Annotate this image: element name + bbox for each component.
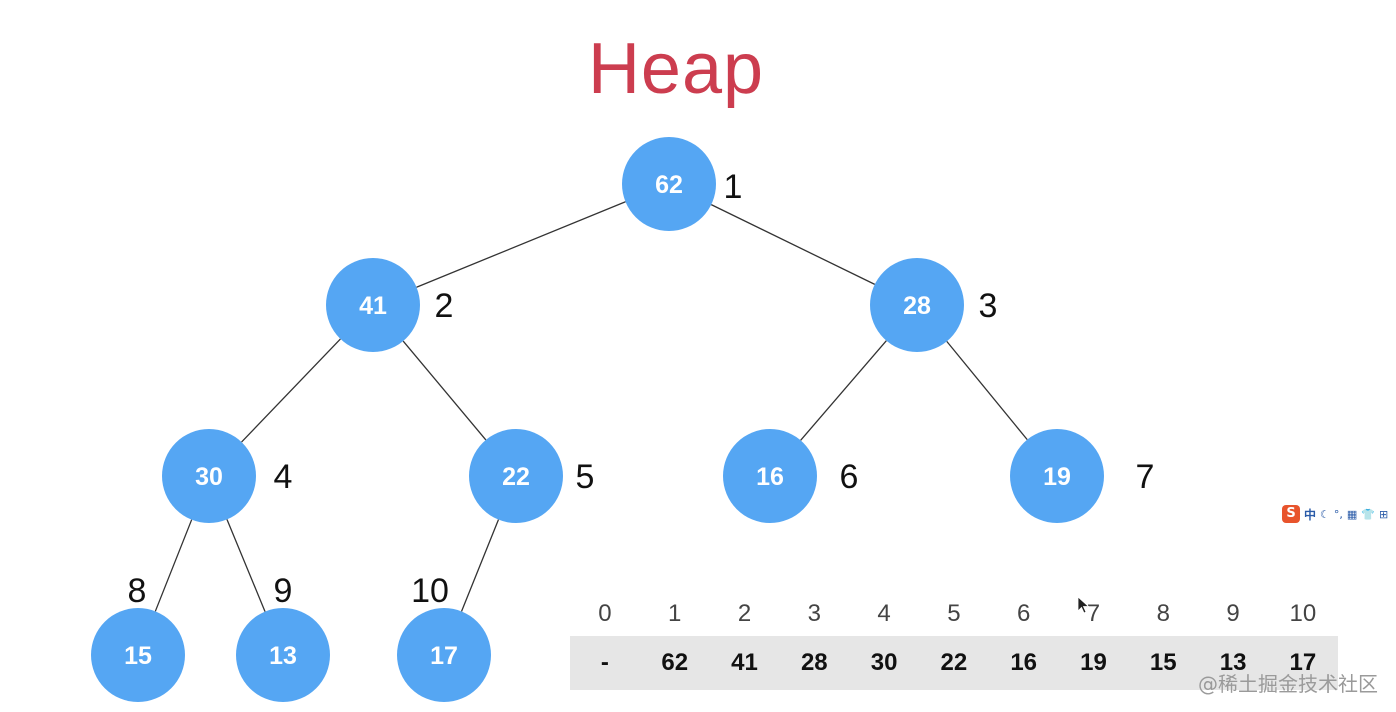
node-index-label: 8	[128, 572, 147, 610]
node-value: 28	[903, 292, 931, 320]
shirt-icon[interactable]: 👕	[1361, 507, 1375, 521]
array-value-cell: 28	[800, 649, 828, 676]
array-index-cell: 10	[1289, 600, 1317, 627]
ime-mode-toggle[interactable]: 中	[1304, 507, 1317, 522]
node-circle	[622, 137, 716, 231]
array-index-cell: 0	[598, 600, 612, 627]
array-index-cell: 7	[1086, 600, 1101, 627]
keyboard-icon[interactable]: ▦	[1346, 507, 1358, 521]
array-value-row: - 62 41 28 30 22 16 19 15 13 17	[570, 636, 1338, 690]
node-circle	[91, 608, 185, 702]
tree-node-4: 30 4	[162, 429, 292, 523]
array-value-cell: 62	[661, 649, 689, 676]
tree-node-8: 15 8	[91, 572, 185, 702]
heap-array: 0 1 2 3 4 5 6 7 8 9 10 - 62 41 28 30 22 16 19 15 13 17	[570, 592, 1338, 690]
ime-toolbar[interactable]: S 中 ☾ °, ▦ 👕 ⊞	[1282, 504, 1396, 524]
node-circle	[162, 429, 256, 523]
array-index-cell: 6	[1017, 600, 1031, 627]
array-value-cell: -	[600, 649, 609, 676]
array-value-cell: 30	[870, 649, 898, 676]
tree-node-3: 28 3	[870, 258, 997, 352]
node-circle	[870, 258, 964, 352]
tree-edge-3-6	[800, 340, 887, 441]
tree-node-1: 62 1	[622, 137, 742, 231]
moon-icon[interactable]: ☾	[1320, 507, 1330, 521]
tree-node-9: 13 9	[236, 572, 330, 702]
tree-edge-4-8	[154, 519, 193, 612]
node-circle	[236, 608, 330, 702]
array-index-cell: 4	[877, 600, 891, 627]
node-index-label: 1	[724, 168, 743, 206]
node-index-label: 2	[435, 287, 454, 325]
node-value: 62	[655, 171, 683, 199]
node-index-label: 6	[840, 458, 859, 496]
node-value: 17	[430, 642, 458, 670]
node-value: 15	[124, 642, 152, 670]
node-index-label: 4	[274, 458, 293, 496]
node-index-label: 10	[411, 572, 449, 610]
array-index-cell: 5	[947, 600, 961, 627]
array-index-row: 0 1 2 3 4 5 6 7 8 9 10	[570, 592, 1338, 636]
ime-logo-icon[interactable]: S	[1282, 505, 1300, 523]
tree-edge-3-7	[946, 340, 1028, 441]
array-index-cell: 9	[1226, 600, 1240, 627]
node-circle	[469, 429, 563, 523]
node-value: 13	[269, 642, 297, 670]
node-value: 30	[195, 463, 223, 491]
array-value-cell: 41	[731, 649, 758, 676]
array-value-cell: 17	[1289, 649, 1317, 676]
array-value-cell: 16	[1010, 649, 1038, 676]
array-index-cell: 3	[807, 600, 821, 627]
array-value-cell: 15	[1149, 649, 1177, 676]
node-circle	[723, 429, 817, 523]
tree-node-7: 19 7	[1010, 429, 1154, 523]
tree-edge-4-9	[226, 519, 266, 612]
array-index-cell: 1	[668, 600, 682, 627]
tree-node-6: 16 6	[723, 429, 858, 523]
diagram-title: Heap	[587, 29, 765, 109]
node-value: 16	[756, 463, 784, 491]
tree-edge-5-10	[460, 519, 500, 612]
array-value-cell: 13	[1219, 649, 1247, 676]
array-index-cell: 2	[737, 600, 752, 627]
tree-edges	[154, 201, 1028, 612]
node-index-label: 9	[274, 572, 293, 610]
node-circle	[1010, 429, 1104, 523]
tree-edge-2-5	[402, 340, 487, 441]
node-value: 41	[359, 292, 387, 320]
array-index-cell: 8	[1156, 600, 1170, 627]
grid-icon[interactable]: ⊞	[1379, 507, 1389, 521]
tree-edge-2-4	[241, 338, 341, 443]
node-index-label: 5	[576, 458, 595, 496]
array-value-cell: 22	[940, 649, 968, 676]
node-circle	[326, 258, 420, 352]
mouse-cursor-icon	[1077, 596, 1090, 614]
array-value-cell: 19	[1080, 649, 1107, 676]
tree-edge-1-2	[416, 201, 626, 288]
node-value: 19	[1043, 463, 1071, 491]
node-circle	[397, 608, 491, 702]
tree-edge-1-3	[710, 204, 876, 285]
comma-icon[interactable]: °,	[1333, 507, 1343, 521]
node-index-label: 3	[979, 287, 998, 325]
watermark: @稀土掘金技术社区	[1198, 672, 1378, 696]
tree-node-2: 41 2	[326, 258, 453, 352]
node-index-label: 7	[1136, 458, 1155, 496]
tree-node-5: 22 5	[469, 429, 594, 523]
node-value: 22	[502, 463, 530, 491]
